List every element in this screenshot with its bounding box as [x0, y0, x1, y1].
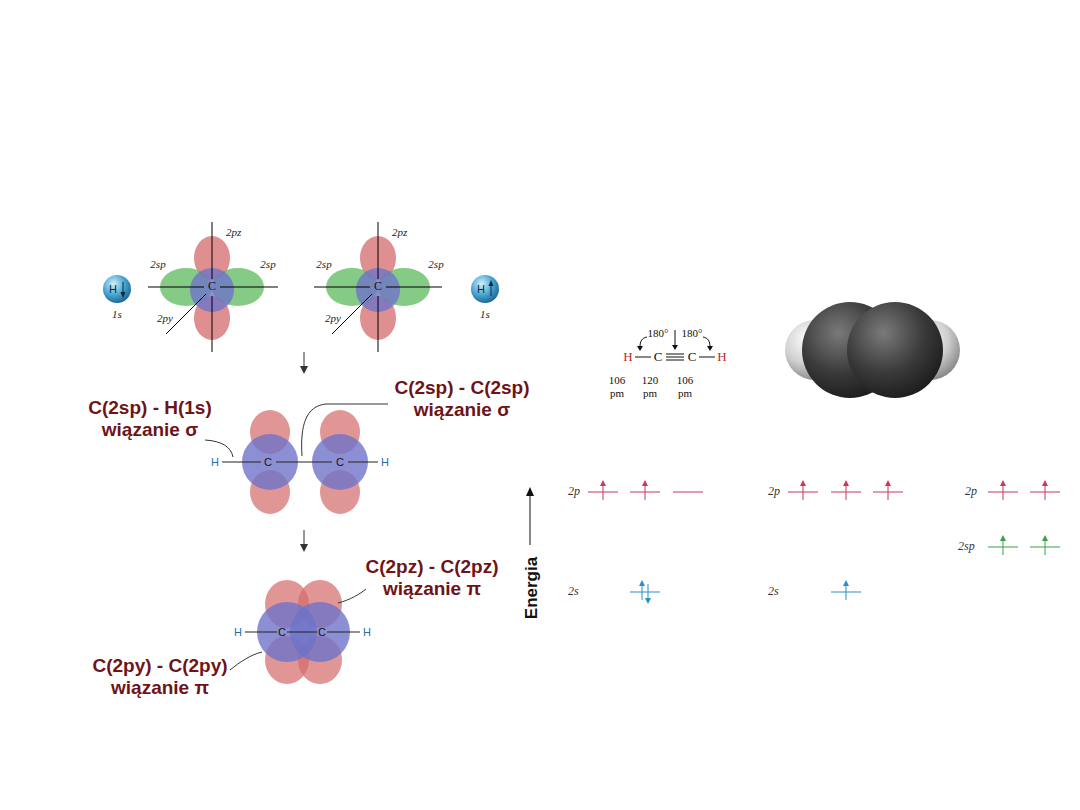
step-arrow — [300, 352, 308, 552]
bond-callout: C(2pz) - C(2pz) wiązanie π — [347, 556, 517, 600]
carbon-orbitals — [314, 222, 442, 352]
orbital-label: 2sp — [260, 258, 275, 271]
atom-symbol: H — [109, 283, 125, 295]
atom-symbol: C — [688, 350, 697, 365]
energy-level-label: 2p — [768, 485, 780, 499]
atom-symbol: C — [208, 280, 216, 294]
bond-length: 106 pm — [672, 374, 698, 400]
bond-length: 120 pm — [637, 374, 663, 400]
carbon-orbitals — [148, 222, 278, 352]
energy-level-label: 2p — [568, 485, 580, 499]
bond-callout: C(2py) - C(2py) wiązanie π — [75, 655, 245, 699]
orbital-label: 2py — [325, 312, 341, 325]
orbital-label: 2pz — [226, 226, 241, 239]
atom-symbol: C — [264, 456, 272, 469]
orbital-label: 1s — [480, 308, 490, 321]
orbital-label: 2pz — [392, 226, 407, 239]
energy-level-label: 2s — [768, 585, 779, 599]
atom-sphere — [470, 274, 500, 304]
energy-level-label: 2sp — [958, 540, 975, 554]
atom-symbol: C — [336, 456, 344, 469]
orbital-levels — [588, 480, 703, 604]
hydrogen-atom: H — [470, 274, 500, 304]
atom-symbol: C — [374, 280, 382, 294]
bond-callout: C(2sp) - C(2sp) wiązanie σ — [377, 377, 547, 421]
atom-symbol: H — [717, 350, 726, 365]
axis-label: Energia — [522, 557, 542, 619]
orbital-label: 2sp — [428, 258, 443, 271]
atom-sphere — [102, 274, 132, 304]
atom-symbol: C — [654, 350, 663, 365]
angle-label: 180° — [682, 327, 703, 340]
space-filling-model — [785, 302, 960, 398]
pi-bonds — [245, 580, 360, 684]
atom-symbol: H — [477, 283, 493, 295]
atom-symbol: C — [318, 626, 326, 639]
atom-symbol: H — [211, 456, 219, 469]
hydrogen-atom: H — [102, 274, 132, 304]
energy-level-label: 2s — [568, 585, 579, 599]
atom-symbol: H — [381, 456, 389, 469]
energy-level-label: 2p — [965, 485, 977, 499]
leader-line — [205, 404, 388, 670]
atom-symbol: H — [623, 350, 632, 365]
structural-formula — [635, 330, 715, 360]
bond-length: 106 pm — [604, 374, 630, 400]
sigma-framework — [222, 410, 378, 514]
bond-callout: C(2sp) - H(1s) wiązanie σ — [65, 397, 235, 441]
angle-label: 180° — [648, 327, 669, 340]
atom-symbol: H — [363, 626, 371, 639]
orbital-label: 2sp — [316, 258, 331, 271]
energy-axis — [526, 487, 534, 545]
atom-symbol: H — [234, 626, 242, 639]
orbital-levels — [988, 480, 1060, 555]
orbital-label: 2sp — [150, 258, 165, 271]
orbital-label: 1s — [112, 308, 122, 321]
atom-symbol: C — [278, 626, 286, 639]
orbital-levels — [788, 480, 903, 600]
orbital-label: 2py — [157, 312, 173, 325]
